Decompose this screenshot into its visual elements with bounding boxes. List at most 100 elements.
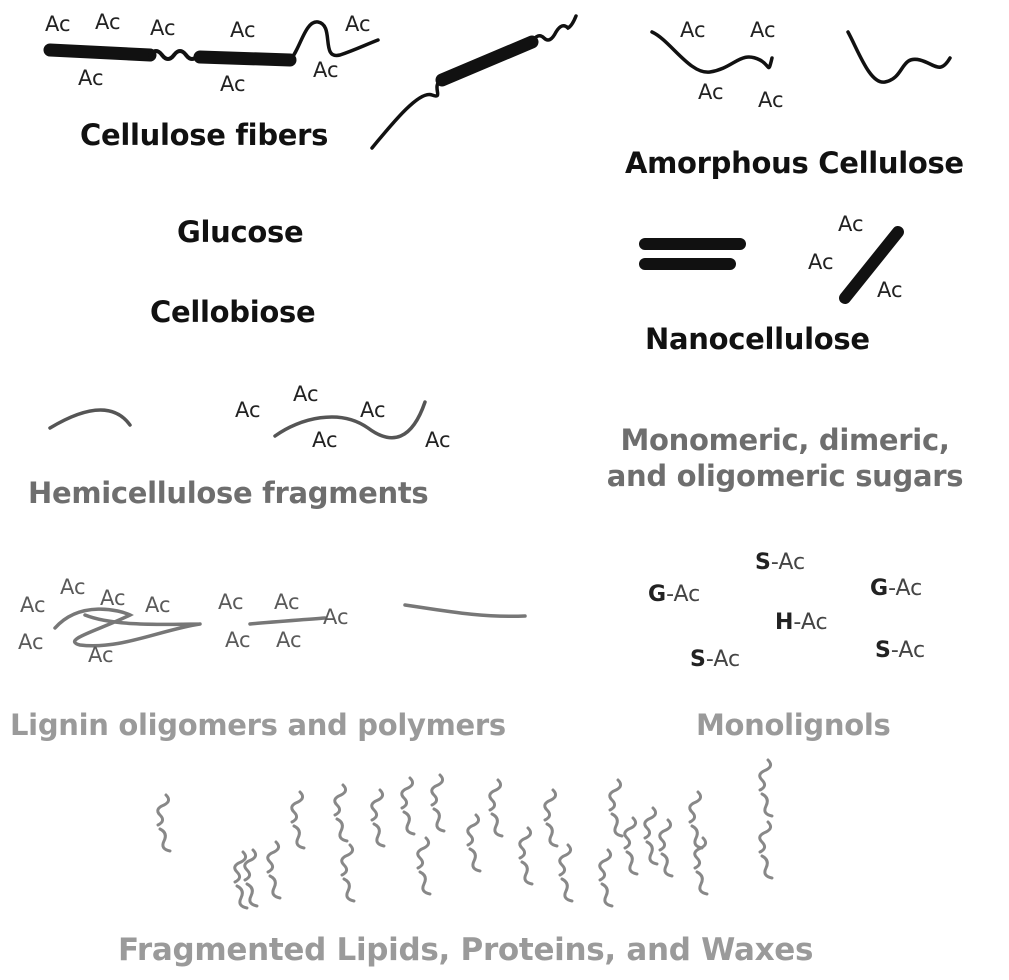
- monolignol-suffix: -Ac: [888, 576, 923, 601]
- fiber-segment: [193, 50, 297, 67]
- fiber-curl: [288, 20, 380, 62]
- lipid-fragment: [693, 836, 709, 896]
- lipid-fragment: [333, 783, 349, 843]
- monolignol-label: G-Ac: [870, 576, 922, 601]
- label-nanocellulose: Nanocellulose: [645, 322, 870, 356]
- monolignol-label: S-Ac: [755, 550, 805, 575]
- ac-label: Ac: [877, 278, 903, 302]
- ac-label: Ac: [20, 593, 46, 617]
- monolignol-unit: G: [648, 582, 667, 607]
- lipid-fragment: [658, 818, 674, 878]
- ac-label: Ac: [808, 250, 834, 274]
- fiber-segment: [43, 43, 157, 62]
- monolignol-label: H-Ac: [775, 610, 828, 635]
- label-lignin: Lignin oligomers and polymers: [10, 708, 506, 742]
- ac-label: Ac: [230, 18, 256, 42]
- ac-label: Ac: [225, 628, 251, 652]
- label-sugars: Monomeric, dimeric, and oligomeric sugar…: [585, 422, 985, 494]
- monolignol-unit: S: [690, 647, 706, 672]
- fiber-strand: [370, 78, 444, 150]
- ac-label: Ac: [218, 590, 244, 614]
- lipid-fragment: [543, 788, 559, 848]
- lipid-fragment: [623, 816, 639, 876]
- ac-label: Ac: [60, 575, 86, 599]
- lipid-fragment: [558, 843, 574, 903]
- label-amorphous-cellulose: Amorphous Cellulose: [625, 146, 964, 180]
- ac-label: Ac: [698, 80, 724, 104]
- cellulose-fibers-drawing: [43, 14, 578, 150]
- nanocellulose-drawing: [639, 226, 904, 304]
- monolignol-label: S-Ac: [875, 638, 925, 663]
- ac-label: Ac: [235, 398, 261, 422]
- label-hemicellulose-fragments: Hemicellulose fragments: [28, 476, 429, 510]
- monolignol-suffix: -Ac: [793, 610, 828, 635]
- ac-label: Ac: [750, 18, 776, 42]
- monolignol-label: G-Ac: [648, 582, 700, 607]
- monolignol-suffix: -Ac: [705, 647, 741, 672]
- lipid-fragment: [266, 840, 282, 900]
- lipid-fragment: [400, 776, 416, 836]
- hemicellulose-chain: [273, 400, 427, 440]
- monolignol-suffix: -Ac: [890, 638, 926, 663]
- ac-label: Ac: [313, 58, 339, 82]
- lignin-tangle: [53, 607, 202, 648]
- lipid-fragment: [243, 848, 259, 908]
- ac-label: Ac: [293, 382, 319, 406]
- label-cellulose-fibers: Cellulose fibers: [80, 118, 329, 152]
- lipid-fragment: [370, 788, 386, 848]
- ac-label: Ac: [276, 628, 302, 652]
- monolignol-unit: H: [775, 610, 794, 635]
- lipid-fragment: [156, 793, 172, 853]
- lipid-fragment: [518, 826, 534, 886]
- lipid-fragment: [598, 848, 614, 908]
- ac-label: Ac: [78, 66, 104, 90]
- lipid-fragment: [466, 813, 482, 873]
- label-monolignols: Monolignols: [696, 708, 891, 742]
- ac-label: Ac: [360, 398, 386, 422]
- monolignol-unit: S: [875, 638, 891, 663]
- lipid-fragment: [608, 778, 624, 838]
- amorphous-chain: [846, 30, 952, 84]
- lipid-fragment: [416, 836, 432, 896]
- monolignol-unit: S: [755, 550, 771, 575]
- ac-label: Ac: [88, 643, 114, 667]
- lignin-chain: [403, 603, 527, 619]
- lipid-fragment: [488, 778, 504, 838]
- lipid-fragment: [340, 843, 356, 903]
- monolignol-suffix: -Ac: [770, 550, 806, 575]
- lignin-drawing: [53, 603, 527, 648]
- ac-label: Ac: [220, 72, 246, 96]
- lipid-fragment: [290, 790, 306, 850]
- lipid-fragment: [233, 850, 249, 910]
- hemicellulose-drawing: [48, 400, 427, 440]
- ac-label: Ac: [145, 593, 171, 617]
- ac-label: Ac: [95, 10, 121, 34]
- label-cellobiose: Cellobiose: [150, 295, 316, 329]
- ac-label: Ac: [758, 88, 784, 112]
- lipid-fragment: [430, 773, 446, 833]
- monolignol-suffix: -Ac: [666, 582, 701, 607]
- amorphous-cellulose-drawing: [650, 30, 952, 84]
- label-sugars-line2: and oligomeric sugars: [606, 459, 964, 493]
- ac-label: Ac: [838, 212, 864, 236]
- nano-rod: [839, 226, 904, 304]
- ac-label: Ac: [150, 16, 176, 40]
- ac-label: Ac: [345, 12, 371, 36]
- fiber-segment: [435, 35, 539, 87]
- lipid-fragment: [758, 820, 774, 880]
- amorphous-chain: [650, 30, 774, 74]
- ac-label: Ac: [425, 428, 451, 452]
- monolignol-label: S-Ac: [690, 647, 740, 672]
- monolignol-unit: G: [870, 576, 889, 601]
- ac-label: Ac: [100, 586, 126, 610]
- ac-label: Ac: [274, 590, 300, 614]
- fiber-squiggle: [530, 14, 578, 44]
- label-lipids: Fragmented Lipids, Proteins, and Waxes: [118, 932, 814, 968]
- lignin-chain: [248, 616, 327, 626]
- ac-label: Ac: [680, 18, 706, 42]
- lipid-squiggles: [156, 758, 774, 910]
- fiber-squiggle: [148, 49, 200, 61]
- lipid-fragment: [758, 758, 774, 818]
